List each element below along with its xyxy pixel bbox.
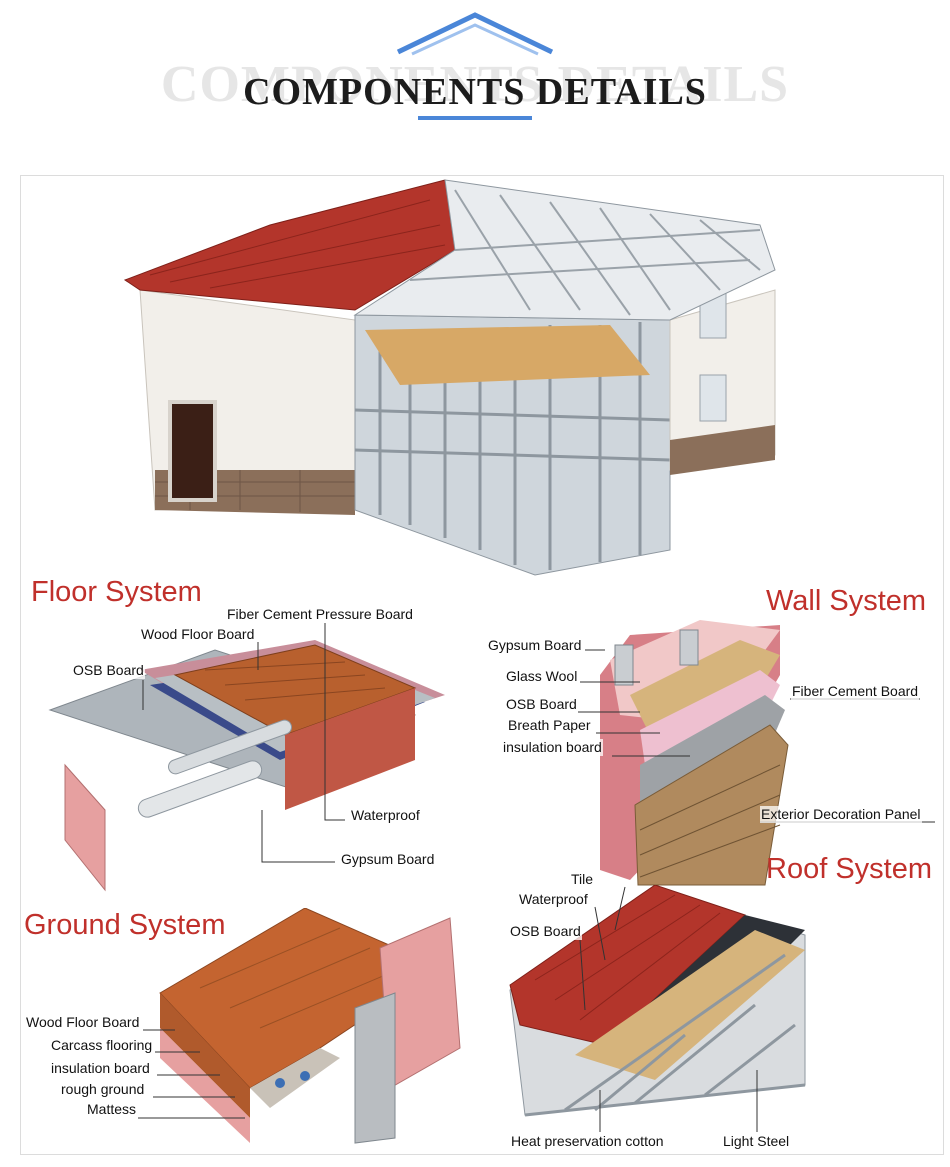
wall-label: Fiber Cement Board — [791, 683, 920, 700]
roof-label: Light Steel — [722, 1133, 791, 1150]
floor-label: Fiber Cement Pressure Board — [226, 606, 414, 623]
page-title: COMPONENTS DETAILS — [243, 71, 707, 113]
roof-label: Heat preservation cotton — [510, 1133, 665, 1150]
header-ghost-text: COMPONENTS DETAILS — [160, 56, 790, 113]
ground-label: Carcass flooring — [50, 1037, 154, 1054]
floor-label: Waterproof — [350, 807, 421, 824]
wall-system-title: Wall System — [766, 585, 927, 617]
roof-label: Tile — [570, 871, 595, 888]
floor-label: Gypsum Board — [340, 851, 436, 868]
wall-system-illustration — [600, 620, 789, 886]
wall-label: Breath Paper — [507, 717, 592, 734]
ground-system-illustration — [159, 908, 461, 1144]
wall-label: Exterior Decoration Panel — [760, 806, 922, 823]
wall-label: OSB Board — [505, 696, 578, 713]
wall-label: Glass Wool — [505, 668, 579, 685]
floor-label: OSB Board — [72, 662, 145, 679]
house-illustration — [123, 179, 776, 576]
floor-system-illustration — [48, 640, 445, 892]
roof-chevron-icon — [396, 12, 554, 56]
title-underline — [418, 116, 532, 120]
ground-label: Mattess — [86, 1101, 138, 1118]
roof-system-title: Roof System — [766, 853, 932, 885]
roof-system-illustration — [509, 885, 806, 1117]
ground-label: insulation board — [50, 1060, 151, 1077]
ground-system-title: Ground System — [24, 909, 226, 941]
roof-label: OSB Board — [509, 923, 582, 940]
ground-label: Wood Floor Board — [25, 1014, 141, 1031]
floor-label: Wood Floor Board — [140, 626, 256, 643]
ground-label: rough ground — [60, 1081, 146, 1098]
wall-label: Gypsum Board — [487, 637, 583, 654]
wall-label: insulation board — [502, 739, 603, 756]
roof-label: Waterproof — [518, 891, 589, 908]
floor-system-title: Floor System — [31, 576, 202, 608]
